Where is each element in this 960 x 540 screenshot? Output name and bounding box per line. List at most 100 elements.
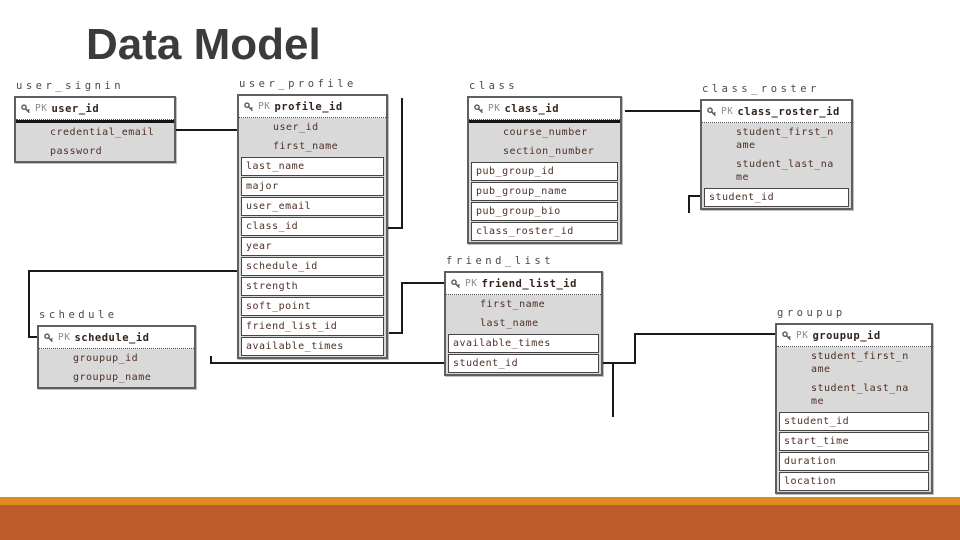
pk-row: PK schedule_id	[39, 327, 194, 349]
pk-label: PK	[58, 332, 71, 343]
key-icon	[451, 278, 461, 289]
pk-row: PK class_roster_id	[702, 101, 851, 123]
table-box: PK class_id course_number section_number…	[467, 96, 622, 244]
connector-classid-elbow-h	[388, 227, 403, 229]
table-friend-list: friend_list PK friend_list_id first_name…	[444, 255, 603, 376]
field-row: last_name	[241, 157, 384, 176]
table-title: user_signin	[16, 80, 125, 92]
connector-rosterstudent-v	[688, 195, 690, 213]
separator	[469, 120, 620, 123]
accent-stripe	[0, 497, 960, 505]
pk-field: profile_id	[274, 100, 343, 113]
field-row: student_last_name	[736, 159, 834, 183]
key-icon	[44, 332, 54, 343]
connector-friendlist-v	[401, 282, 403, 334]
table-title: groupup	[777, 307, 846, 319]
field-row: groupup_id	[73, 353, 139, 364]
connector-class-classroster	[625, 110, 700, 112]
field-row: password	[50, 146, 103, 157]
field-row: schedule_id	[241, 257, 384, 276]
connector-classid-elbow-v	[401, 98, 403, 229]
pk-field: groupup_id	[812, 329, 881, 342]
connector-schedule-h2	[28, 336, 37, 338]
pk-row: PK profile_id	[239, 96, 386, 118]
pk-label: PK	[35, 103, 48, 114]
pk-row: PK groupup_id	[777, 325, 931, 347]
field-row: pub_group_name	[471, 182, 618, 201]
field-row: start_time	[779, 432, 929, 451]
table-class: class PK class_id course_number section_…	[467, 80, 622, 244]
pk-row: PK friend_list_id	[446, 273, 601, 295]
connector-branch-down-v	[612, 364, 614, 417]
field-row: strength	[241, 277, 384, 296]
pk-label: PK	[796, 330, 809, 341]
pk-label: PK	[488, 103, 501, 114]
field-row: pub_group_id	[471, 162, 618, 181]
table-box: PK user_id credential_email password	[14, 96, 176, 163]
field-row: course_number	[503, 127, 588, 138]
connector-groupup-v	[634, 333, 636, 364]
table-groupup: groupup PK groupup_id student_first_name…	[775, 307, 933, 494]
table-title: schedule	[39, 309, 118, 321]
field-row: year	[241, 237, 384, 256]
table-box: PK friend_list_id first_name last_name a…	[444, 271, 603, 376]
table-title: user_profile	[239, 78, 357, 90]
field-row: groupup_name	[73, 372, 152, 383]
connector-usersignin-userprofile	[176, 129, 237, 131]
pk-label: PK	[258, 101, 271, 112]
field-row: pub_group_bio	[471, 202, 618, 221]
table-schedule: schedule PK schedule_id groupup_id group…	[37, 309, 196, 389]
pk-field: user_id	[51, 102, 100, 115]
page-title: Data Model	[86, 20, 321, 69]
table-title: class	[469, 80, 519, 92]
field-row: student_first_name	[736, 127, 834, 151]
connector-friendlist-h2	[403, 282, 444, 284]
pk-label: PK	[721, 106, 734, 117]
field-row: last_name	[480, 318, 539, 329]
key-icon	[707, 106, 717, 117]
pk-field: class_id	[504, 102, 560, 115]
connector-friendlist-h1	[389, 332, 403, 334]
field-row: duration	[779, 452, 929, 471]
connector-schedule-v	[28, 270, 30, 338]
table-class-roster: class_roster PK class_roster_id student_…	[700, 83, 853, 210]
field-row: available_times	[448, 334, 599, 353]
table-user-profile: user_profile PK profile_id user_id first…	[237, 78, 388, 359]
field-row: first_name	[273, 141, 339, 152]
table-title: friend_list	[446, 255, 555, 267]
key-icon	[21, 103, 31, 114]
field-row: credential_email	[50, 127, 155, 138]
field-row: user_id	[273, 122, 319, 133]
field-row: soft_point	[241, 297, 384, 316]
connector-groupup-h2	[636, 333, 775, 335]
pk-row: PK user_id	[16, 98, 174, 120]
field-row: friend_list_id	[241, 317, 384, 336]
field-row: major	[241, 177, 384, 196]
field-row: first_name	[480, 299, 546, 310]
table-box: PK schedule_id groupup_id groupup_name	[37, 325, 196, 389]
pk-field: friend_list_id	[481, 277, 577, 290]
field-row: user_email	[241, 197, 384, 216]
key-icon	[474, 103, 484, 114]
field-row: student_first_name	[811, 351, 909, 375]
connector-groupup-h1	[603, 362, 636, 364]
field-row: available_times	[241, 337, 384, 356]
bottom-bar	[0, 505, 960, 540]
field-row: student_id	[448, 354, 599, 373]
table-user-signin: user_signin PK user_id credential_email …	[14, 80, 176, 163]
table-box: PK class_roster_id student_first_name st…	[700, 99, 853, 210]
field-row: class_id	[241, 217, 384, 236]
field-row: student_id	[704, 188, 849, 207]
pk-row: PK class_id	[469, 98, 620, 120]
pk-field: class_roster_id	[737, 105, 840, 118]
pk-label: PK	[465, 278, 478, 289]
field-row: location	[779, 472, 929, 491]
table-box: PK profile_id user_id first_name last_na…	[237, 94, 388, 359]
key-icon	[782, 330, 792, 341]
connector-schedule-h1	[28, 270, 237, 272]
connector-rosterstudent-h	[689, 195, 700, 197]
field-row: student_id	[779, 412, 929, 431]
field-row: class_roster_id	[471, 222, 618, 241]
connector-studentid-stub	[210, 356, 212, 364]
field-row: section_number	[503, 146, 595, 157]
